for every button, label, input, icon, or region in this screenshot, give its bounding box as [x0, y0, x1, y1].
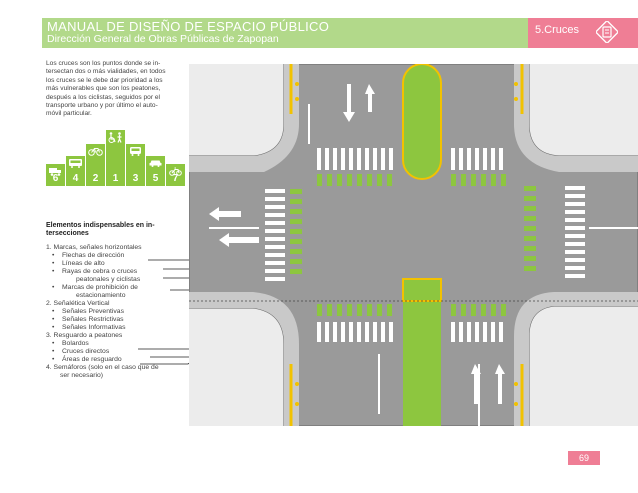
list-subitem: Señales Informativas — [46, 324, 188, 332]
car-icon — [149, 160, 162, 167]
bus-icon — [69, 159, 82, 168]
priority-number: 3 — [132, 173, 139, 184]
list-subitem: Marcas de prohibición de — [46, 284, 188, 292]
elements-heading: Elementos indispensables en in- tersecci… — [46, 222, 188, 238]
list-subitem: Flechas de dirección — [46, 252, 188, 260]
direction-arrow — [209, 207, 241, 221]
direction-arrow — [343, 84, 355, 122]
list-subitem: Señales Restrictivas — [46, 316, 188, 324]
intro-paragraph: Los cruces son los puntos donde se in- t… — [46, 60, 186, 119]
zapopan-seal-icon — [596, 21, 618, 43]
list-subitem-continued: estacionamiento — [76, 292, 126, 299]
truck-icon — [49, 168, 61, 176]
bike-lane-edge — [514, 292, 638, 426]
priority-number: 6 — [52, 173, 59, 184]
list-subitem: Cruces directos — [46, 348, 188, 356]
bike-lane-edge — [514, 64, 638, 172]
priority-number: 7 — [172, 173, 179, 184]
intro-line: después a los ciclistas, seguidos por el — [46, 93, 160, 101]
list-item: 4. Semáforos (solo en el caso que de — [46, 364, 159, 371]
intro-line: más vulnerables que son los peatones, — [46, 85, 161, 93]
priority-column — [166, 164, 185, 186]
direction-arrow — [471, 364, 481, 404]
list-subitem: Áreas de resguardo — [46, 356, 188, 364]
page-header: MANUAL DE DISEÑO DE ESPACIO PÚBLICO Dire… — [0, 0, 638, 48]
bike-lane-edge — [189, 64, 299, 172]
intro-line: Los cruces son los puntos donde se in- — [46, 60, 161, 67]
list-subitem-continued: peatonales y ciclistas — [76, 276, 141, 283]
list-subitem: Rayas de cebra o cruces — [46, 268, 188, 276]
bicycle-icon — [88, 148, 103, 156]
elements-heading-line: Elementos indispensables en in- — [46, 222, 155, 229]
intersection-plan — [189, 64, 638, 426]
direction-arrow — [495, 364, 505, 404]
motorcycle-icon — [169, 167, 182, 176]
list-item: 1. Marcas, señales horizontales — [46, 244, 142, 251]
intro-line: tersectan dos o más vialidades, en todos — [46, 68, 166, 76]
essential-elements-list: Elementos indispensables en in- tersecci… — [46, 222, 188, 380]
list-subitem: Líneas de alto — [46, 260, 188, 268]
manual-title: MANUAL DE DISEÑO DE ESPACIO PÚBLICO — [47, 19, 330, 34]
priority-column — [86, 144, 105, 186]
header-pink-band — [528, 18, 638, 48]
north-median — [402, 64, 442, 180]
elements-heading-line: tersecciones — [46, 230, 89, 237]
list-item: 3. Resguardo a peatones — [46, 332, 123, 339]
direction-arrow — [365, 84, 375, 112]
list-subitem: Bolardos — [46, 340, 188, 348]
priority-number: 4 — [72, 173, 79, 184]
section-label: 5.Cruces — [535, 24, 580, 36]
priority-column — [126, 144, 145, 186]
intro-line: móvil particular. — [46, 110, 92, 118]
priority-number: 1 — [112, 173, 119, 184]
south-median — [403, 279, 441, 426]
header-green-band — [42, 18, 528, 48]
mobility-priority-pyramid: 6 4 2 1 3 5 7 — [46, 130, 185, 186]
list-subitem: Señales Preventivas — [46, 308, 188, 316]
intro-line: transporte urbano y por último el auto- — [46, 102, 158, 110]
priority-number: 5 — [152, 173, 159, 184]
wheelchair-pedestrian-icon — [108, 132, 122, 143]
list-item-continued: ser necesario) — [60, 372, 104, 379]
direction-arrow — [219, 233, 259, 247]
intro-line: los cruces se le debe dar prioridad a lo… — [46, 76, 163, 84]
list-item: 2. Señalética Vertical — [46, 300, 110, 307]
manual-subtitle: Dirección General de Obras Públicas de Z… — [47, 33, 279, 45]
priority-number: 2 — [92, 173, 99, 184]
page-number: 69 — [568, 451, 600, 465]
bike-lane-edge — [189, 292, 299, 426]
priority-column — [106, 130, 125, 186]
bus-icon — [130, 147, 141, 156]
refuge-island — [402, 278, 442, 302]
